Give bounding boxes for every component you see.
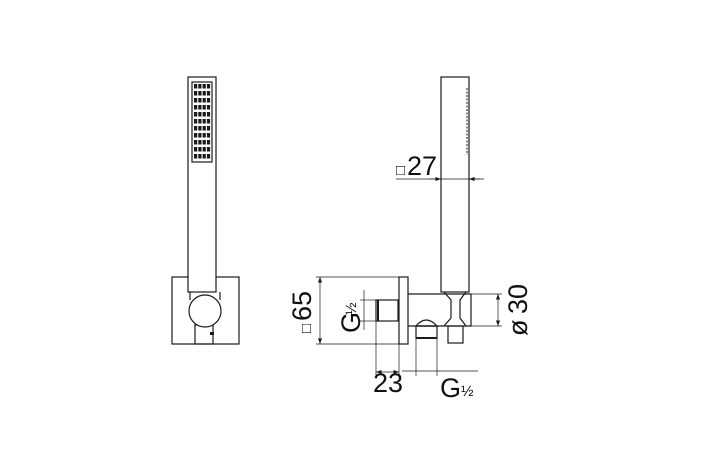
nozzle (194, 147, 198, 152)
nozzle (206, 154, 211, 159)
svg-text:ø: ø (503, 320, 533, 337)
nozzle (198, 105, 202, 110)
svg-text:½: ½ (343, 302, 360, 315)
nozzle (202, 140, 206, 145)
inlet-connector (375, 299, 399, 322)
nozzle (206, 126, 211, 131)
nozzle (198, 91, 202, 96)
dim-outlet-thread: G ½ (402, 338, 478, 403)
dim-65: □ 65 (287, 276, 399, 345)
nozzle (206, 133, 211, 138)
nozzle (194, 91, 198, 96)
nozzle (194, 140, 198, 145)
nozzle (206, 112, 211, 117)
outlet-dome (414, 319, 439, 327)
nozzle (198, 154, 202, 159)
nozzle (202, 98, 206, 103)
nozzle (194, 133, 198, 138)
nozzle (206, 119, 211, 124)
handle-side (440, 76, 470, 293)
dim-27: □ 27 (396, 151, 484, 182)
nozzle (202, 112, 206, 117)
nozzle (202, 147, 206, 152)
nozzle (194, 84, 198, 89)
nozzle (198, 147, 202, 152)
square-symbol: □ (298, 324, 315, 333)
holder-knob-front (188, 294, 222, 328)
nozzle (202, 91, 206, 96)
dim-inlet-thread: G ½ (336, 290, 376, 333)
square-symbol: □ (396, 162, 405, 179)
wall-plate-side (398, 276, 409, 345)
holder-stub (447, 325, 464, 344)
svg-text:½: ½ (461, 383, 474, 400)
nozzle (202, 84, 206, 89)
nozzle (206, 147, 211, 152)
spray-face (191, 81, 213, 163)
svg-text:G: G (440, 373, 461, 403)
nozzle (202, 154, 206, 159)
nozzle (206, 91, 211, 96)
dim-23: 23 (373, 321, 403, 398)
nozzle (202, 105, 206, 110)
dim-label-23: 23 (373, 368, 403, 398)
nozzle (202, 133, 206, 138)
handle-front (187, 76, 217, 293)
nozzle (206, 98, 211, 103)
dim-label-65: 65 (287, 291, 317, 321)
nozzle (202, 126, 206, 131)
nozzle (198, 119, 202, 124)
spray-nozzles (194, 84, 211, 159)
nozzle (198, 133, 202, 138)
front-view (171, 76, 240, 345)
nozzle (194, 105, 198, 110)
nozzle (206, 84, 211, 89)
dim-30: ø 30 (471, 284, 533, 336)
nozzle (198, 112, 202, 117)
nozzle (194, 119, 198, 124)
svg-text:G: G (336, 312, 366, 333)
nozzle (194, 154, 198, 159)
nozzle (194, 126, 198, 131)
nozzle (202, 119, 206, 124)
dim-label-27: 27 (407, 151, 437, 181)
nozzle (206, 105, 211, 110)
nozzle (198, 84, 202, 89)
dim-label-30: 30 (503, 284, 533, 314)
outlet-connector (415, 325, 438, 339)
nozzle (194, 98, 198, 103)
nozzle (198, 98, 202, 103)
nozzle (198, 140, 202, 145)
holder-body (408, 293, 472, 327)
nozzle (206, 140, 211, 145)
nozzle (198, 126, 202, 131)
side-view (375, 76, 472, 345)
nozzle (194, 112, 198, 117)
